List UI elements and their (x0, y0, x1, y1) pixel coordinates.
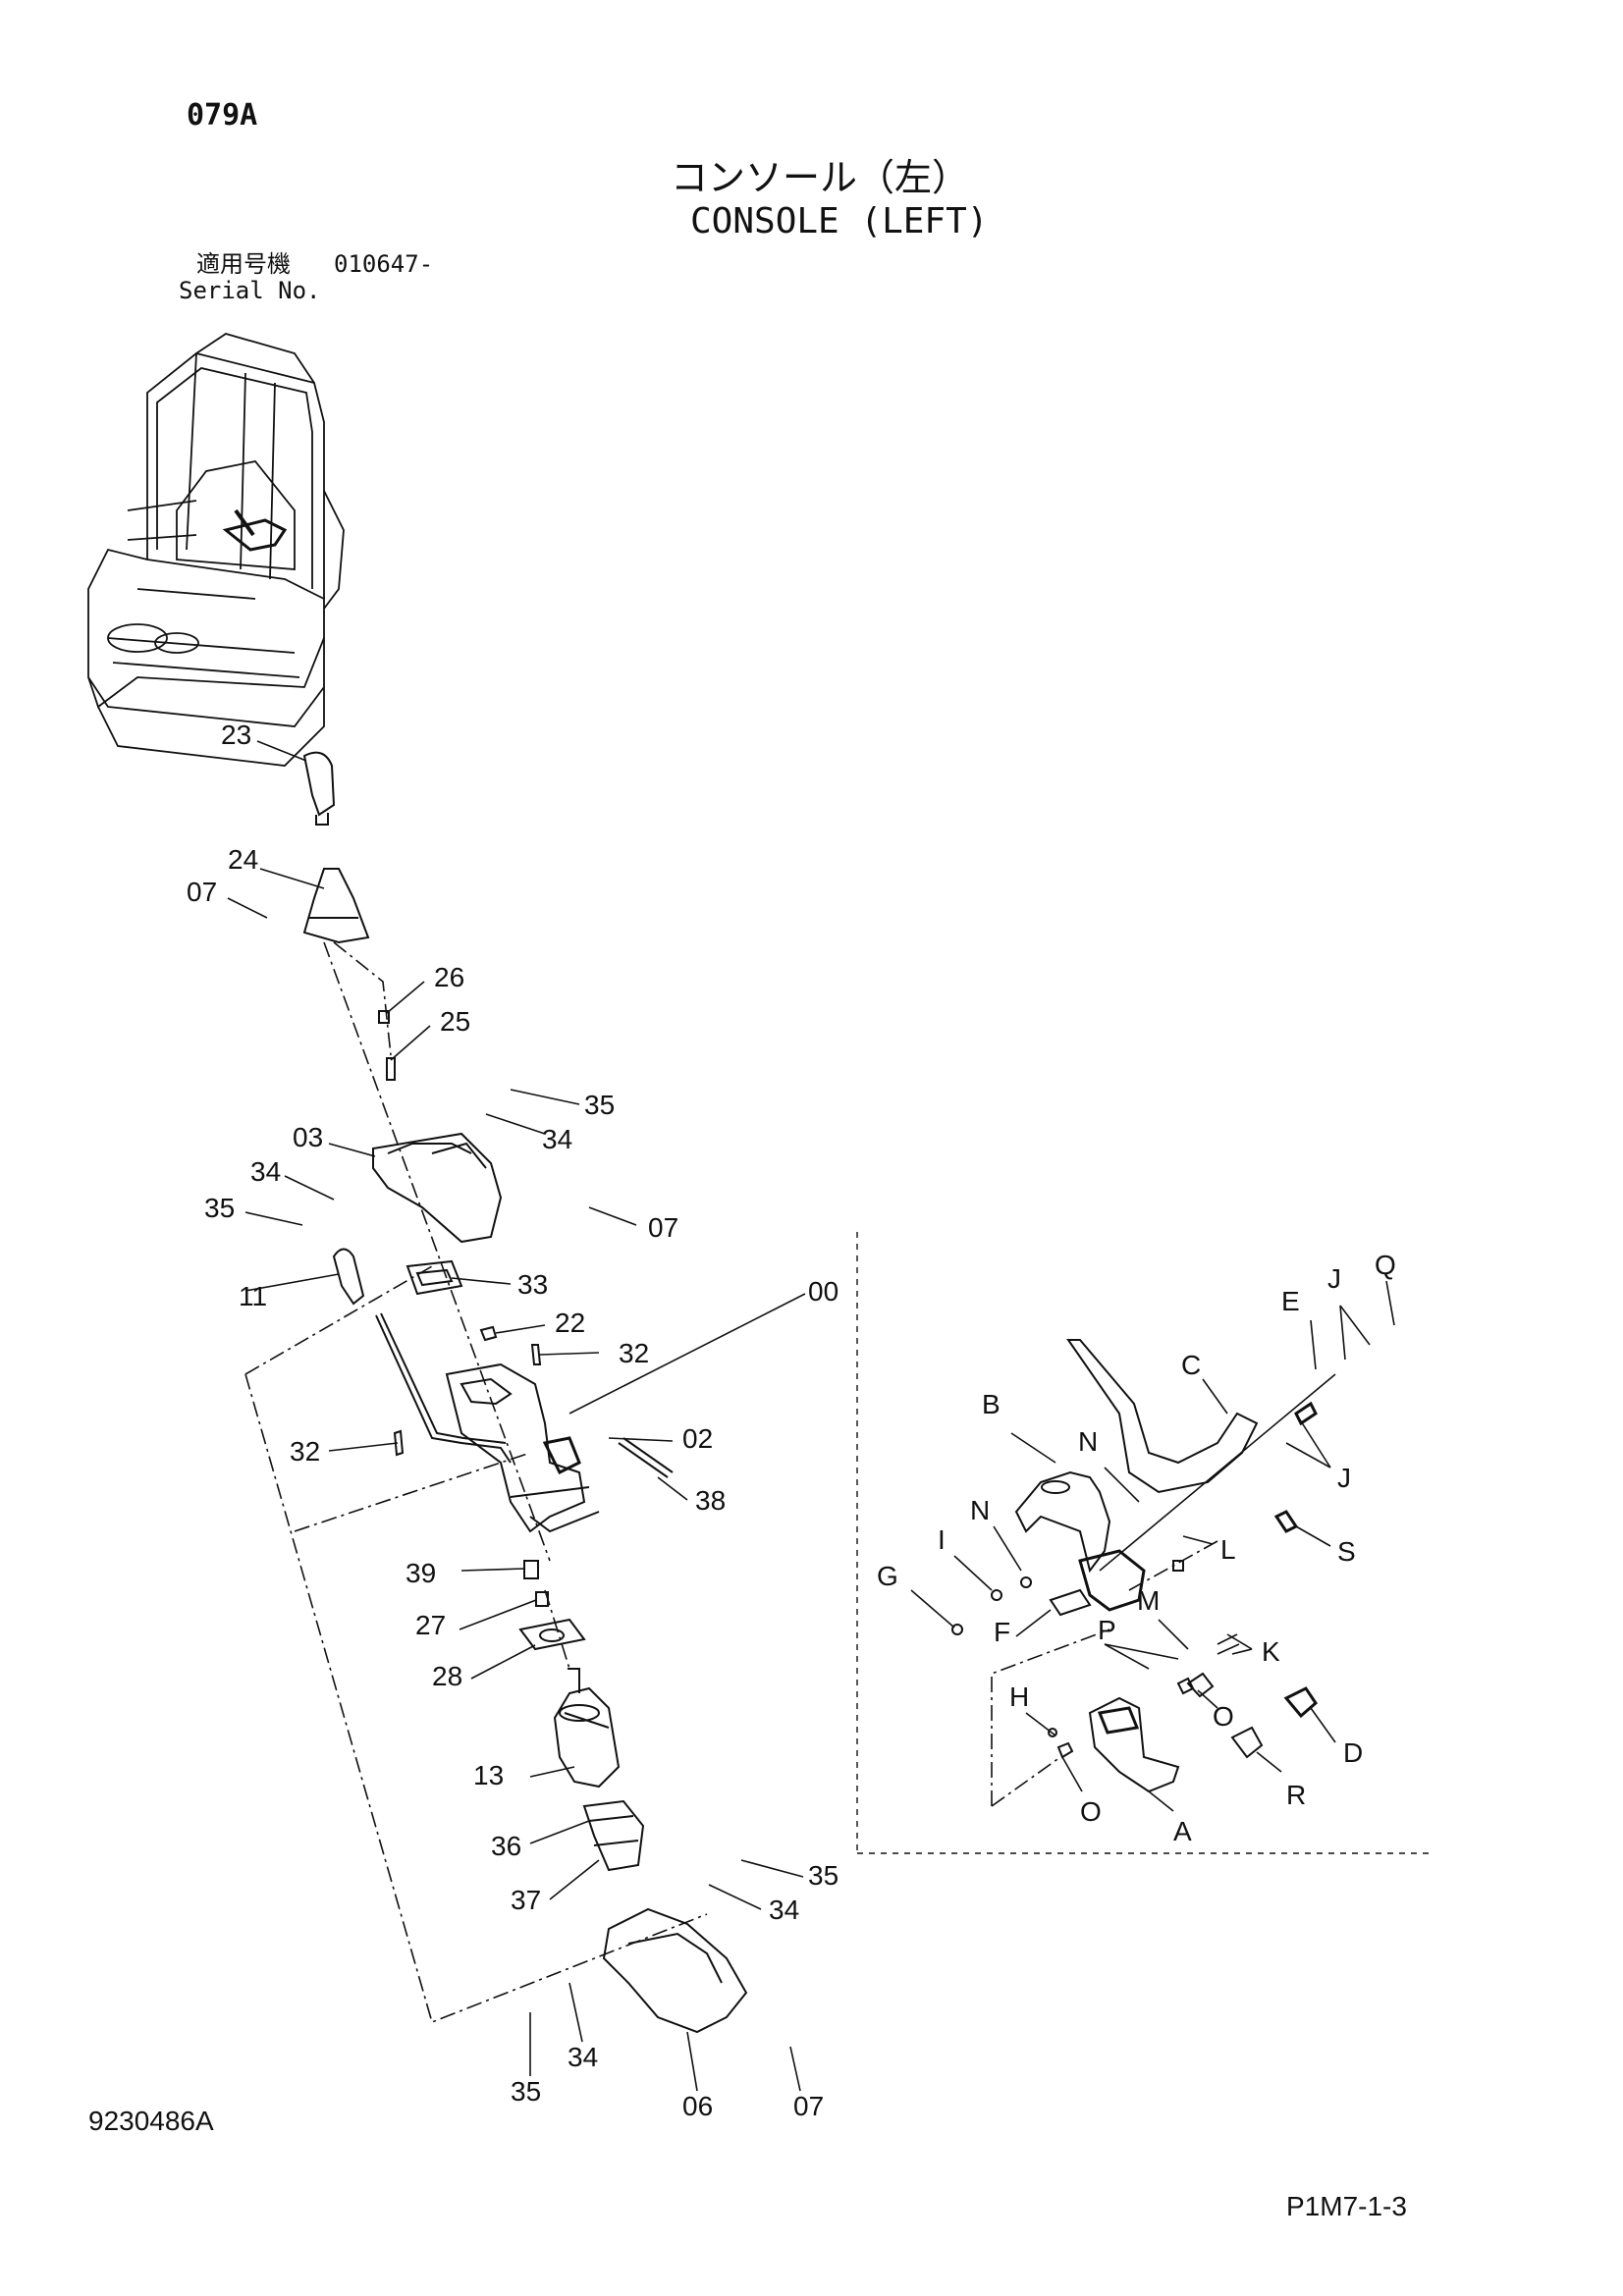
callout-07b: 07 (648, 1212, 678, 1243)
leader-lines-main (227, 740, 806, 2092)
callout-H: H (1009, 1682, 1029, 1712)
callout-34d: 34 (568, 2042, 598, 2072)
callout-32b: 32 (290, 1436, 320, 1467)
page-code: 079A (187, 98, 258, 133)
callout-J2: J (1337, 1463, 1351, 1493)
callout-34c: 34 (769, 1895, 799, 1925)
callout-35: 35 (584, 1090, 615, 1120)
callout-28: 28 (432, 1661, 462, 1691)
callout-Q: Q (1375, 1250, 1396, 1280)
cab-overview-illustration (87, 333, 345, 767)
callouts-inset: Q J E C B N J N S L I G F M P K H O D O … (877, 1250, 1396, 1846)
callout-35b: 35 (204, 1193, 235, 1223)
part-06-lower-cover (602, 1907, 748, 2034)
callout-37: 37 (511, 1885, 541, 1915)
callout-35c: 35 (808, 1860, 839, 1891)
inset-guide-lines (991, 1540, 1218, 1807)
callout-M: M (1137, 1585, 1160, 1616)
callout-O: O (1213, 1701, 1234, 1732)
callout-11: 11 (239, 1281, 267, 1311)
callout-A: A (1173, 1816, 1192, 1846)
callout-38: 38 (695, 1485, 726, 1516)
leader-lines-inset (910, 1280, 1395, 1812)
inset-frame (856, 1232, 1429, 1854)
callout-07c: 07 (793, 2091, 824, 2121)
callout-23: 23 (221, 720, 251, 750)
callout-P: P (1098, 1615, 1116, 1645)
title-japanese: コンソール（左） (671, 156, 970, 199)
part-B-bracket (1014, 1470, 1111, 1574)
callout-J: J (1327, 1263, 1341, 1294)
callout-R: R (1286, 1780, 1306, 1810)
callout-35d: 35 (511, 2076, 541, 2107)
callout-22: 22 (555, 1308, 585, 1338)
callout-L: L (1220, 1534, 1236, 1565)
callout-06: 06 (682, 2091, 713, 2121)
callout-07: 07 (187, 877, 217, 907)
callout-25: 25 (440, 1006, 470, 1037)
part-00-bracket-assembly (445, 1362, 586, 1533)
callout-C: C (1181, 1350, 1201, 1380)
callout-N: N (1078, 1426, 1098, 1457)
callout-K: K (1262, 1636, 1280, 1667)
callout-S: S (1337, 1536, 1356, 1567)
callout-03: 03 (293, 1122, 323, 1152)
callout-00: 00 (808, 1276, 839, 1307)
callout-E: E (1281, 1286, 1300, 1316)
callout-26: 26 (434, 962, 464, 992)
main-parts (302, 751, 748, 2034)
part-03-upper-cover (372, 1132, 503, 1244)
callout-33: 33 (517, 1269, 548, 1300)
drawing-number: 9230486A (88, 2106, 214, 2136)
callout-D: D (1343, 1737, 1363, 1768)
callouts-main: 23 24 07 26 25 35 34 03 34 35 07 11 33 2… (187, 720, 839, 2121)
part-11-lever (332, 1248, 365, 1306)
page-reference: P1M7-1-3 (1286, 2191, 1407, 2221)
part-13-pilot-valve (553, 1686, 621, 1789)
title-english: CONSOLE (LEFT) (690, 201, 989, 241)
part-23-grip (302, 751, 336, 817)
callout-G: G (877, 1561, 898, 1591)
callout-02: 02 (682, 1423, 713, 1454)
serial-label-jp: 適用号機 (196, 250, 291, 278)
callout-O2: O (1080, 1796, 1102, 1827)
callout-39: 39 (406, 1558, 436, 1588)
serial-label-en: Serial No. (179, 277, 321, 304)
inset-parts (951, 1339, 1336, 1793)
callout-13: 13 (473, 1760, 504, 1790)
callout-36: 36 (491, 1831, 521, 1861)
callout-N2: N (970, 1495, 990, 1525)
callout-B: B (982, 1389, 1001, 1419)
callout-34: 34 (542, 1124, 572, 1154)
serial-value: 010647- (334, 250, 434, 278)
callout-27: 27 (415, 1610, 446, 1640)
callout-32: 32 (619, 1338, 649, 1368)
dash-dot-guide-lines (244, 941, 708, 2024)
callout-34b: 34 (250, 1156, 281, 1187)
callout-I: I (938, 1524, 946, 1555)
part-A-bracket (1088, 1696, 1180, 1793)
callout-F: F (994, 1617, 1010, 1647)
part-24-boot (302, 868, 370, 944)
callout-24: 24 (228, 844, 258, 875)
